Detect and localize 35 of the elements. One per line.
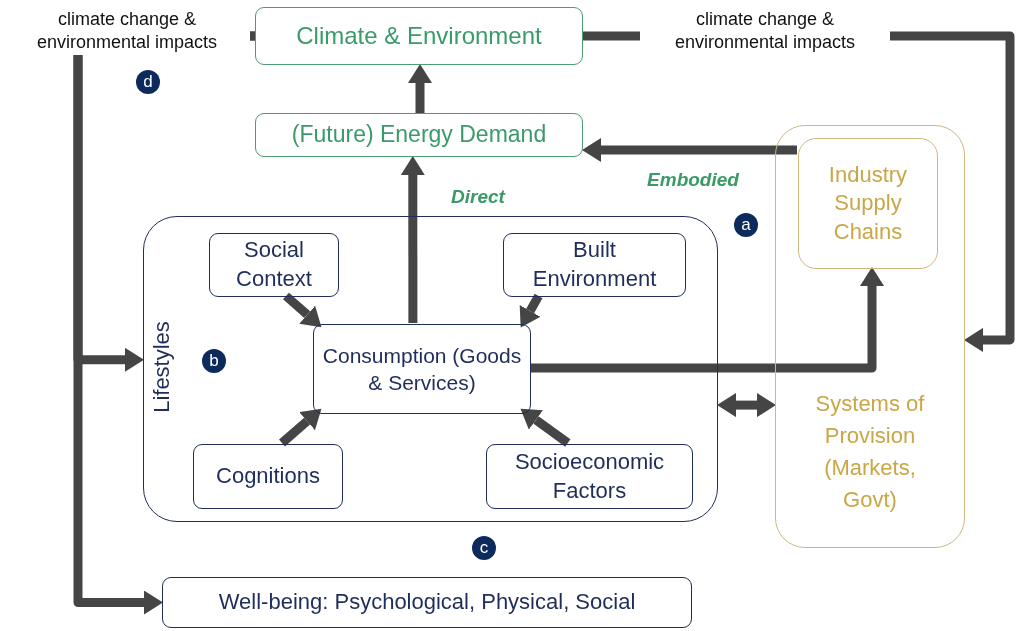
node-label: Lifestyles <box>151 321 173 413</box>
arrow <box>582 138 797 162</box>
process-box <box>313 324 531 414</box>
arrow <box>717 393 776 418</box>
group-box <box>775 125 965 548</box>
arrow <box>520 408 571 447</box>
node-label: Consumption (Goods & Services) <box>321 342 523 396</box>
node-label: Well-being: Psychological, Physical, Social <box>217 588 637 617</box>
process-box <box>162 577 692 628</box>
arrow <box>530 267 884 373</box>
arrow <box>400 156 425 323</box>
node-label: Socioeconomic Factors <box>513 447 666 505</box>
letter-badge: b <box>202 349 226 373</box>
process-box <box>255 113 583 157</box>
process-box <box>798 138 938 269</box>
node-label: Industry Supply Chains <box>827 160 909 246</box>
node-label: Systems of Provision (Markets, Govt) <box>814 390 926 514</box>
node-label: Cognitions <box>215 462 321 491</box>
process-box <box>193 444 343 509</box>
arrow <box>408 64 432 113</box>
letter-badge: c <box>472 536 496 560</box>
node-label: Built Environment <box>531 236 658 293</box>
letter-badge: a <box>734 213 758 237</box>
letter-badge: d <box>136 70 160 94</box>
node-label: (Future) Energy Demand <box>290 120 548 150</box>
node-label: Climate & Environment <box>295 21 543 52</box>
process-box <box>503 233 686 297</box>
process-box <box>486 444 693 509</box>
process-box <box>255 7 583 65</box>
arrow <box>519 293 543 328</box>
group-box <box>143 216 718 522</box>
arrow <box>279 408 322 447</box>
node-label: Social Context <box>235 236 313 293</box>
process-box <box>209 233 339 297</box>
arrow <box>283 292 322 328</box>
